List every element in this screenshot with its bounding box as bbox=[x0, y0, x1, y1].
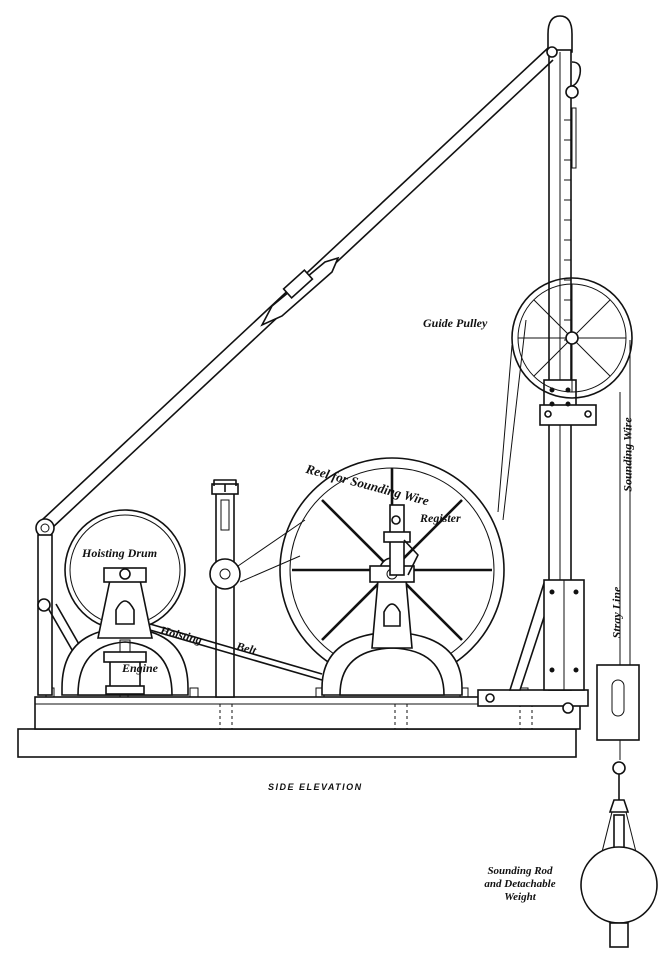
stray-line-label: Stray Line bbox=[609, 586, 624, 639]
engine bbox=[61, 567, 189, 696]
guide-pulley bbox=[511, 277, 633, 399]
sounding-wire-label: Sounding Wire bbox=[620, 417, 635, 492]
register-label: Register bbox=[420, 511, 461, 525]
mast bbox=[539, 15, 597, 691]
hoisting-belt bbox=[149, 519, 323, 681]
sounding-rod-label: Sounding Rod and Detachable Weight bbox=[470, 865, 570, 904]
mast-support-frame bbox=[508, 579, 640, 741]
idler-pulley bbox=[209, 479, 241, 698]
drawing-caption: SIDE ELEVATION bbox=[268, 782, 363, 792]
sounding-wire-reel bbox=[279, 457, 505, 696]
base-platform bbox=[17, 687, 589, 758]
sounding-wire-path bbox=[497, 319, 631, 760]
hoisting-drum-label: Hoisting Drum bbox=[82, 546, 158, 560]
engine-label: Engine bbox=[122, 661, 159, 675]
sounding-rod-weight bbox=[580, 761, 658, 948]
guide-pulley-label: Guide Pulley bbox=[423, 316, 488, 330]
sounding-rod-label-line-2: and Detachable bbox=[484, 878, 556, 890]
diagonal-stay bbox=[35, 46, 558, 696]
sounding-rod-label-line-1: Sounding Rod bbox=[487, 865, 553, 877]
sounding-rod-label-line-3: Weight bbox=[504, 891, 536, 903]
